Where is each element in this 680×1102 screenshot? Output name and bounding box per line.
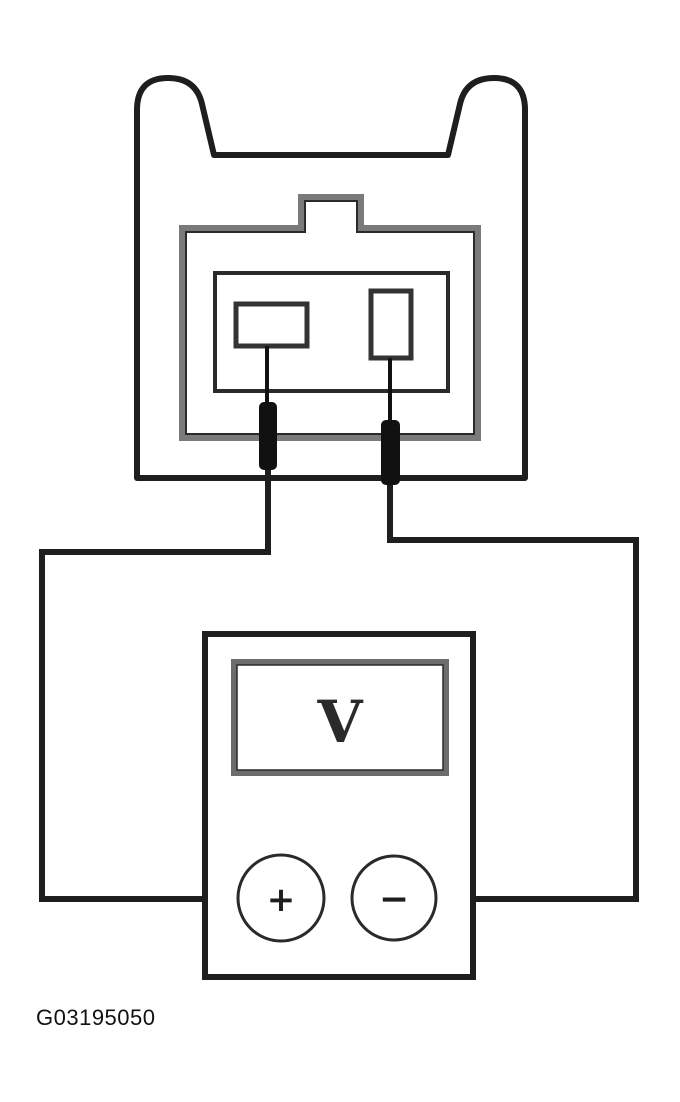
lead-wire-positive (39, 470, 271, 902)
lead-wire-negative (387, 485, 639, 902)
terminal-left (233, 301, 310, 349)
connector-inner-body (179, 194, 481, 441)
positive-terminal-symbol: + (267, 880, 296, 920)
positive-terminal: + (236, 853, 326, 943)
probe-body-positive (259, 402, 277, 470)
terminal-cavity (213, 271, 450, 393)
negative-terminal-symbol: − (379, 879, 409, 920)
negative-terminal: − (350, 854, 438, 942)
figure-code: G03195050 (36, 1005, 156, 1030)
multimeter-display: V (231, 659, 449, 776)
display-unit-symbol: V (316, 688, 363, 756)
terminal-right (368, 288, 414, 361)
probe-body-negative (381, 420, 400, 485)
connector-housing (134, 75, 528, 481)
